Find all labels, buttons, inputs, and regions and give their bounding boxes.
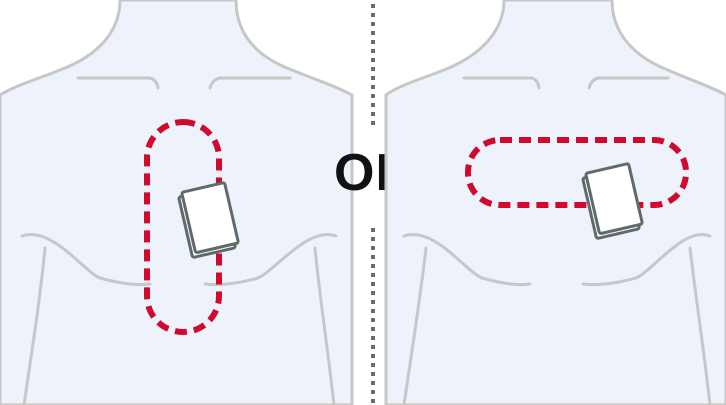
arm-line-left xyxy=(402,246,428,405)
divider-line xyxy=(371,4,375,405)
placement-zone-horizontal xyxy=(465,137,689,208)
collarbone-left xyxy=(76,76,160,90)
horizontal-placement-panel xyxy=(378,0,726,405)
pectoral-line-left xyxy=(402,233,532,287)
arm-line-right xyxy=(688,246,712,405)
horizontal-placement-diagram xyxy=(384,0,726,405)
arm-line-left xyxy=(22,246,47,405)
vertical-placement-diagram xyxy=(0,0,354,405)
vertical-placement-panel xyxy=(0,0,362,405)
pectoral-line-left xyxy=(20,233,152,287)
device-icon xyxy=(581,162,644,240)
arm-line-right xyxy=(313,246,336,405)
collarbone-right xyxy=(208,76,292,90)
pectoral-line-right xyxy=(581,233,712,287)
pectoral-line-right xyxy=(203,233,338,287)
device-icon xyxy=(177,181,240,259)
torso-silhouette xyxy=(0,0,354,405)
collarbone-left xyxy=(462,76,541,90)
collarbone-right xyxy=(587,76,670,90)
